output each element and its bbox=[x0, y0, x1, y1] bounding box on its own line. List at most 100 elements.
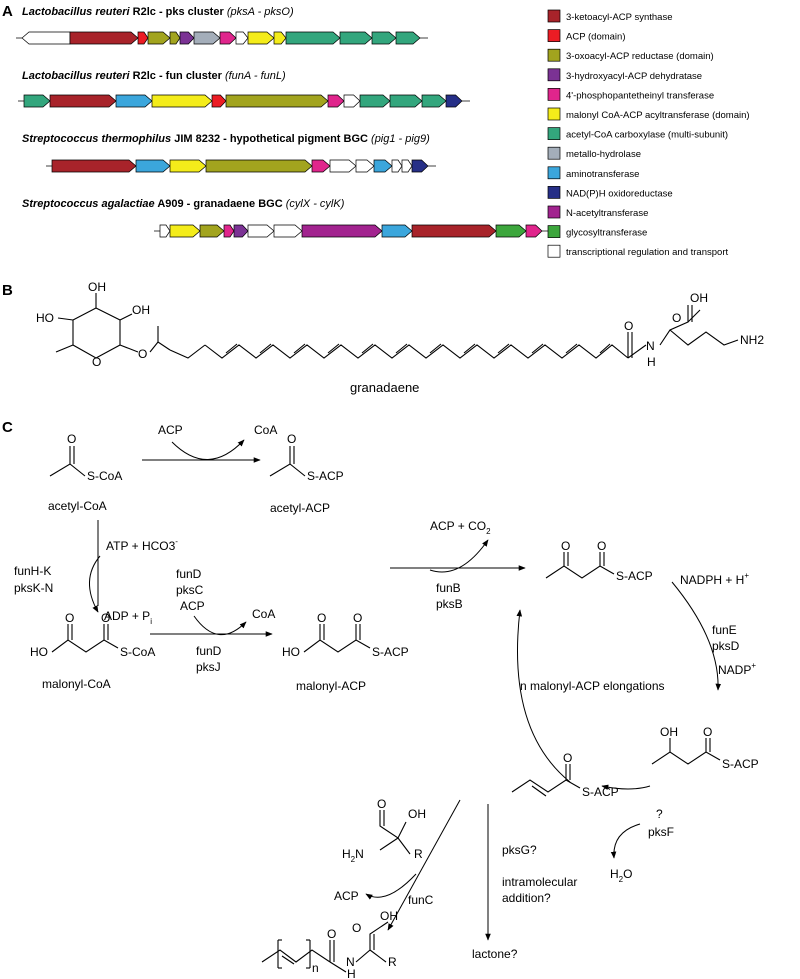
pkskn-label: pksK-N bbox=[14, 581, 53, 595]
gene-arrow-amino bbox=[381, 224, 413, 238]
gene-arrow-acp bbox=[211, 94, 227, 108]
fund-bottom: funD bbox=[196, 644, 222, 658]
gene-arrow-dehydratase bbox=[179, 31, 195, 45]
gene-arrow-glyco bbox=[495, 224, 527, 238]
legend-label-amino: aminotransferase bbox=[566, 169, 639, 180]
product-nh: N bbox=[346, 955, 355, 969]
cluster-1-range: (pksA - pksO) bbox=[227, 6, 294, 18]
cluster-2-organism: Lactobacillus reuteri bbox=[22, 70, 131, 82]
product-oh: OH bbox=[380, 909, 398, 923]
carboxylation-curve bbox=[89, 555, 101, 613]
nadph-label: NADPH + H+ bbox=[680, 571, 749, 587]
gene-arrow-transport bbox=[343, 94, 361, 108]
legend-swatch-reductase bbox=[547, 48, 561, 62]
gene-arrow-malonyl bbox=[273, 31, 287, 45]
amino-acid-o: O bbox=[377, 797, 386, 811]
nadp-label: NADP+ bbox=[718, 661, 756, 677]
legend-swatch-acp bbox=[547, 29, 561, 42]
pksc-label: pksC bbox=[176, 583, 204, 597]
gene-arrow-amino bbox=[135, 159, 171, 173]
gene-arrow-transport bbox=[159, 224, 171, 238]
addition-label: addition? bbox=[502, 891, 551, 905]
legend-label-glyco: glycosyltransferase bbox=[566, 228, 647, 239]
gene-arrow-transport bbox=[391, 159, 403, 173]
gene-arrow-ketoacyl bbox=[51, 159, 137, 173]
acetyl-acp-structure bbox=[269, 446, 306, 477]
transacyl-curve bbox=[193, 615, 247, 636]
gene-arrow-transport bbox=[355, 159, 375, 173]
pksj-label: pksJ bbox=[196, 660, 221, 674]
gene-arrow-transport bbox=[273, 224, 303, 238]
coa-top: CoA bbox=[254, 423, 277, 437]
panel-c-label: C bbox=[2, 419, 13, 436]
acp-mid: ACP bbox=[180, 599, 205, 613]
amide-n: N bbox=[646, 339, 655, 353]
atp-hco3: ATP + HCO3- bbox=[106, 537, 178, 553]
enoyl-acp-structure bbox=[511, 764, 581, 797]
coa-mid: CoA bbox=[252, 607, 275, 621]
amino-acid-structure bbox=[379, 810, 411, 855]
gene-arrow-carboxylase bbox=[371, 31, 397, 45]
legend-label-acetyl: N-acetyltransferase bbox=[566, 208, 648, 219]
pksb-label: pksB bbox=[436, 597, 463, 611]
amide-o: O bbox=[624, 319, 633, 333]
legend-swatch-acetyl bbox=[547, 205, 561, 219]
legend-label-acp: ACP (domain) bbox=[566, 32, 626, 43]
gene-arrow-ppt bbox=[223, 224, 235, 238]
func-arrow bbox=[387, 799, 461, 931]
gene-arrow-carboxylase bbox=[339, 31, 373, 45]
legend-swatch-carboxylase bbox=[547, 127, 561, 140]
gene-arrow-carboxylase bbox=[359, 94, 391, 108]
gene-arrow-reductase bbox=[147, 31, 171, 45]
malonyl-acp-ho: HO bbox=[282, 645, 300, 659]
cluster-2-title: Lactobacillus reuteri R2lc - fun cluster… bbox=[22, 70, 286, 82]
gene-arrow-carboxylase bbox=[421, 94, 447, 108]
sugar-ring-o: O bbox=[92, 355, 101, 369]
cluster-4-organism: Streptococcus agalactiae bbox=[22, 198, 155, 210]
legend-swatch-ppt bbox=[547, 88, 561, 101]
granadaene-structure bbox=[55, 293, 739, 359]
gene-arrow-ketoacyl bbox=[69, 31, 139, 45]
amino-acid-r: R bbox=[414, 847, 423, 861]
cluster-3-name: JIM 8232 - hypothetical pigment BGC bbox=[171, 133, 368, 145]
sugar-oh-top: OH bbox=[88, 280, 106, 294]
fund-top: funD bbox=[176, 567, 202, 581]
legend-label-ppt: 4'-phosphopantetheinyl transferase bbox=[566, 90, 714, 101]
malonyl-acp-o1: O bbox=[317, 611, 326, 625]
legend-label-carboxylase: acetyl-CoA carboxylase (multi-subunit) bbox=[566, 130, 728, 141]
malonyl-coa-label: malonyl-CoA bbox=[42, 677, 111, 691]
gene-arrow-reductase bbox=[205, 159, 313, 173]
enoyl-sa: S-ACP bbox=[582, 785, 619, 799]
pksg-label: pksG? bbox=[502, 843, 537, 857]
gene-arrow-malonyl bbox=[247, 31, 275, 45]
lactone-label: lactone? bbox=[472, 947, 518, 961]
acp-top: ACP bbox=[158, 423, 183, 437]
gene-arrow-carboxylase bbox=[395, 31, 421, 45]
gene-arrow-transport bbox=[401, 159, 413, 173]
intramolecular-label: intramolecular bbox=[502, 875, 577, 889]
gene-arrow-malonyl bbox=[169, 224, 201, 238]
gene-arrow-ketoacyl bbox=[49, 94, 117, 108]
acp-co2: ACP + CO2 bbox=[430, 519, 491, 536]
gene-arrow-carboxylase bbox=[389, 94, 423, 108]
acetoacetyl-o1: O bbox=[561, 539, 570, 553]
gene-arrow-ppt bbox=[327, 94, 345, 108]
sugar-link-o: O bbox=[138, 347, 147, 361]
decarboxylation-curve bbox=[429, 539, 489, 573]
legend-label-nadph: NAD(P)H oxidoreductase bbox=[566, 188, 673, 199]
gene-arrow-transport bbox=[21, 31, 71, 45]
product-r: R bbox=[388, 955, 397, 969]
amino-acid-h2n: H2N bbox=[342, 847, 364, 864]
acid-o: O bbox=[672, 311, 681, 325]
acetyl-coa-label: acetyl-CoA bbox=[48, 499, 107, 513]
gene-arrow-transport bbox=[329, 159, 357, 173]
gene-arrow-nadph bbox=[411, 159, 429, 173]
gene-arrow-ketoacyl bbox=[411, 224, 497, 238]
gene-arrow-amino bbox=[115, 94, 153, 108]
acp-release-label: ACP bbox=[334, 889, 359, 903]
pksf-label: pksF bbox=[648, 825, 674, 839]
acetyl-acp-o: O bbox=[287, 432, 296, 446]
legend-swatch-amino bbox=[547, 166, 561, 180]
amide-h: H bbox=[647, 355, 656, 369]
gene-arrow-reductase bbox=[225, 94, 329, 108]
